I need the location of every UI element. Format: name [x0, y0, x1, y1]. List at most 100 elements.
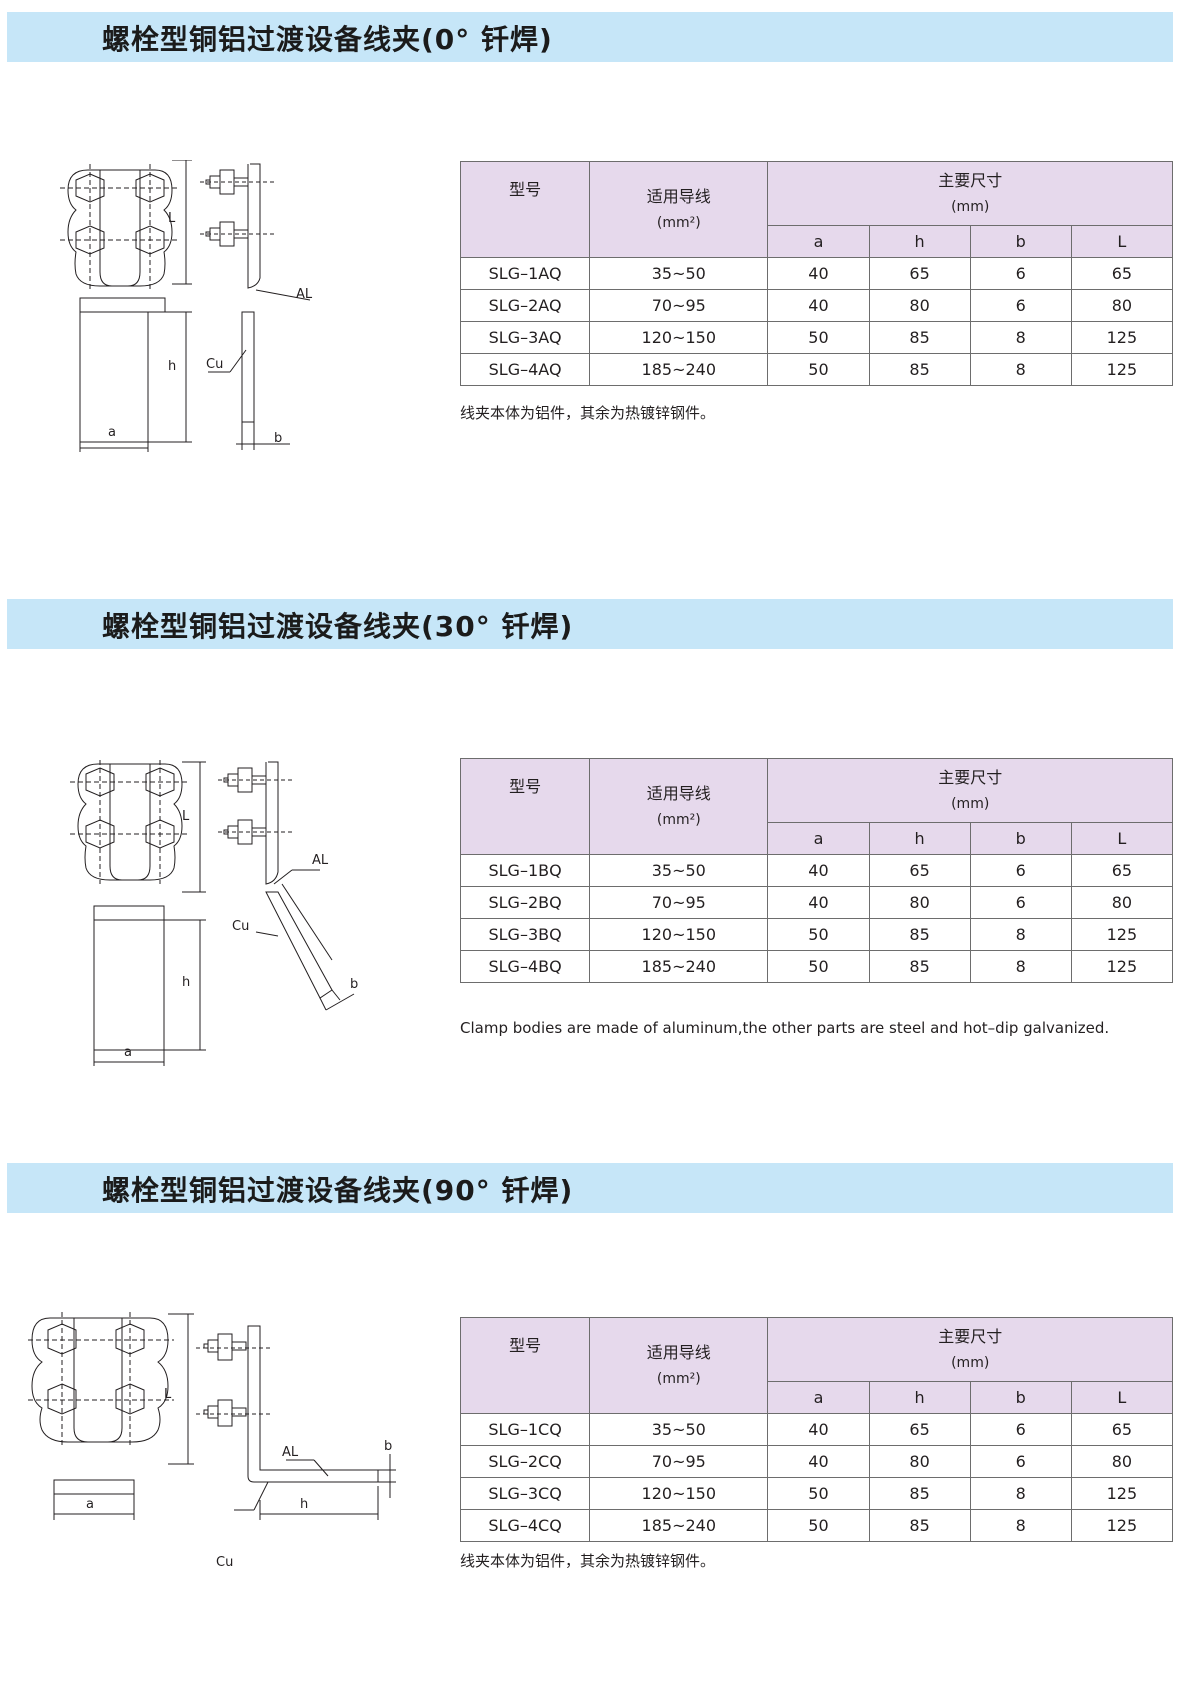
drawing-svg: L h a b AL Cu — [60, 160, 313, 452]
label-h: h — [182, 975, 190, 990]
section-title: 螺栓型铜铝过渡设备线夹(90° 钎焊) — [102, 1174, 574, 1207]
cell-wire: 35~50 — [589, 854, 769, 887]
cell-L: 125 — [1070, 1509, 1174, 1542]
cell-b: 8 — [969, 353, 1072, 386]
cell-h: 85 — [868, 918, 971, 951]
header-main-unit: (mm) — [951, 1354, 990, 1371]
cell-a: 50 — [767, 950, 870, 983]
cell-h: 85 — [868, 1477, 971, 1510]
header-wire-label: 适用导线 — [646, 186, 711, 206]
section-banner: 螺栓型铜铝过渡设备线夹(30° 钎焊) — [7, 599, 1173, 649]
clamp-drawing-90-degree: L h a b AL Cu — [28, 1310, 418, 1570]
section-title: 螺栓型铜铝过渡设备线夹(0° 钎焊) — [102, 23, 553, 56]
cell-wire: 185~240 — [589, 353, 769, 386]
cell-a: 40 — [767, 1445, 870, 1478]
drawing-svg: L h a b AL Cu — [70, 760, 358, 1066]
header-wire: 适用导线 (mm²) — [589, 161, 769, 258]
cell-wire: 35~50 — [589, 257, 769, 290]
cell-b: 6 — [969, 257, 1072, 290]
material-note: 线夹本体为铝件，其余为热镀锌钢件。 — [460, 1552, 716, 1570]
cell-a: 40 — [767, 257, 870, 290]
cell-model: SLG–2AQ — [459, 289, 591, 322]
header-main-label: 主要尺寸 — [938, 767, 1003, 787]
header-main-label: 主要尺寸 — [938, 170, 1003, 190]
cell-h: 85 — [868, 353, 971, 386]
section-title: 螺栓型铜铝过渡设备线夹(30° 钎焊) — [102, 610, 574, 643]
cell-h: 80 — [868, 886, 971, 919]
header-model: 型号 — [459, 758, 591, 855]
label-a: a — [108, 425, 116, 440]
cell-a: 40 — [767, 1413, 870, 1446]
cell-wire: 70~95 — [589, 886, 769, 919]
section-banner: 螺栓型铜铝过渡设备线夹(90° 钎焊) — [7, 1163, 1173, 1213]
cell-h: 65 — [868, 1413, 971, 1446]
label-cu: Cu — [232, 919, 249, 934]
header-dim-h: h — [868, 1381, 971, 1414]
header-dim-a: a — [767, 822, 870, 855]
cell-L: 80 — [1070, 1445, 1174, 1478]
label-L: L — [182, 809, 190, 824]
cell-model: SLG–3BQ — [459, 918, 591, 951]
cell-a: 40 — [767, 854, 870, 887]
cell-model: SLG–4CQ — [459, 1509, 591, 1542]
cell-b: 6 — [969, 854, 1072, 887]
header-main-dimensions: 主要尺寸 (mm) — [767, 1317, 1173, 1382]
cell-model: SLG–4AQ — [459, 353, 591, 386]
header-wire-unit: (mm²) — [656, 214, 701, 231]
header-wire-unit: (mm²) — [656, 1370, 701, 1387]
cell-wire: 120~150 — [589, 1477, 769, 1510]
cell-a: 50 — [767, 1509, 870, 1542]
header-model: 型号 — [459, 161, 591, 258]
header-dim-L: L — [1070, 1381, 1174, 1414]
header-main-unit: (mm) — [951, 198, 990, 215]
cell-L: 125 — [1070, 918, 1174, 951]
cell-h: 80 — [868, 1445, 971, 1478]
section-banner: 螺栓型铜铝过渡设备线夹(0° 钎焊) — [7, 12, 1173, 62]
cell-b: 6 — [969, 1413, 1072, 1446]
cell-wire: 70~95 — [589, 1445, 769, 1478]
label-L: L — [168, 211, 176, 226]
cell-b: 8 — [969, 321, 1072, 354]
label-al: AL — [282, 1445, 299, 1460]
label-cu: Cu — [216, 1555, 233, 1570]
label-b: b — [274, 431, 282, 446]
cell-L: 65 — [1070, 257, 1174, 290]
header-dim-h: h — [868, 225, 971, 258]
cell-L: 125 — [1070, 353, 1174, 386]
cell-L: 80 — [1070, 886, 1174, 919]
label-h: h — [300, 1497, 308, 1512]
cell-a: 50 — [767, 918, 870, 951]
cell-b: 6 — [969, 886, 1072, 919]
cell-model: SLG–4BQ — [459, 950, 591, 983]
cell-a: 50 — [767, 1477, 870, 1510]
cell-model: SLG–3AQ — [459, 321, 591, 354]
label-b: b — [350, 977, 358, 992]
label-L: L — [164, 1387, 172, 1402]
cell-a: 50 — [767, 321, 870, 354]
header-wire-label: 适用导线 — [646, 1342, 711, 1362]
cell-L: 125 — [1070, 1477, 1174, 1510]
cell-model: SLG–2BQ — [459, 886, 591, 919]
cell-h: 85 — [868, 321, 971, 354]
material-note: Clamp bodies are made of aluminum,the ot… — [460, 1019, 1110, 1037]
label-b: b — [384, 1439, 392, 1454]
cell-h: 85 — [868, 1509, 971, 1542]
cell-b: 8 — [969, 1477, 1072, 1510]
cell-wire: 185~240 — [589, 1509, 769, 1542]
header-main-dimensions: 主要尺寸 (mm) — [767, 758, 1173, 823]
header-wire: 适用导线 (mm²) — [589, 758, 769, 855]
drawing-svg: L h a b AL Cu — [28, 1312, 396, 1570]
clamp-drawing-0-degree: L h a b AL Cu — [60, 160, 400, 490]
cell-model: SLG–3CQ — [459, 1477, 591, 1510]
